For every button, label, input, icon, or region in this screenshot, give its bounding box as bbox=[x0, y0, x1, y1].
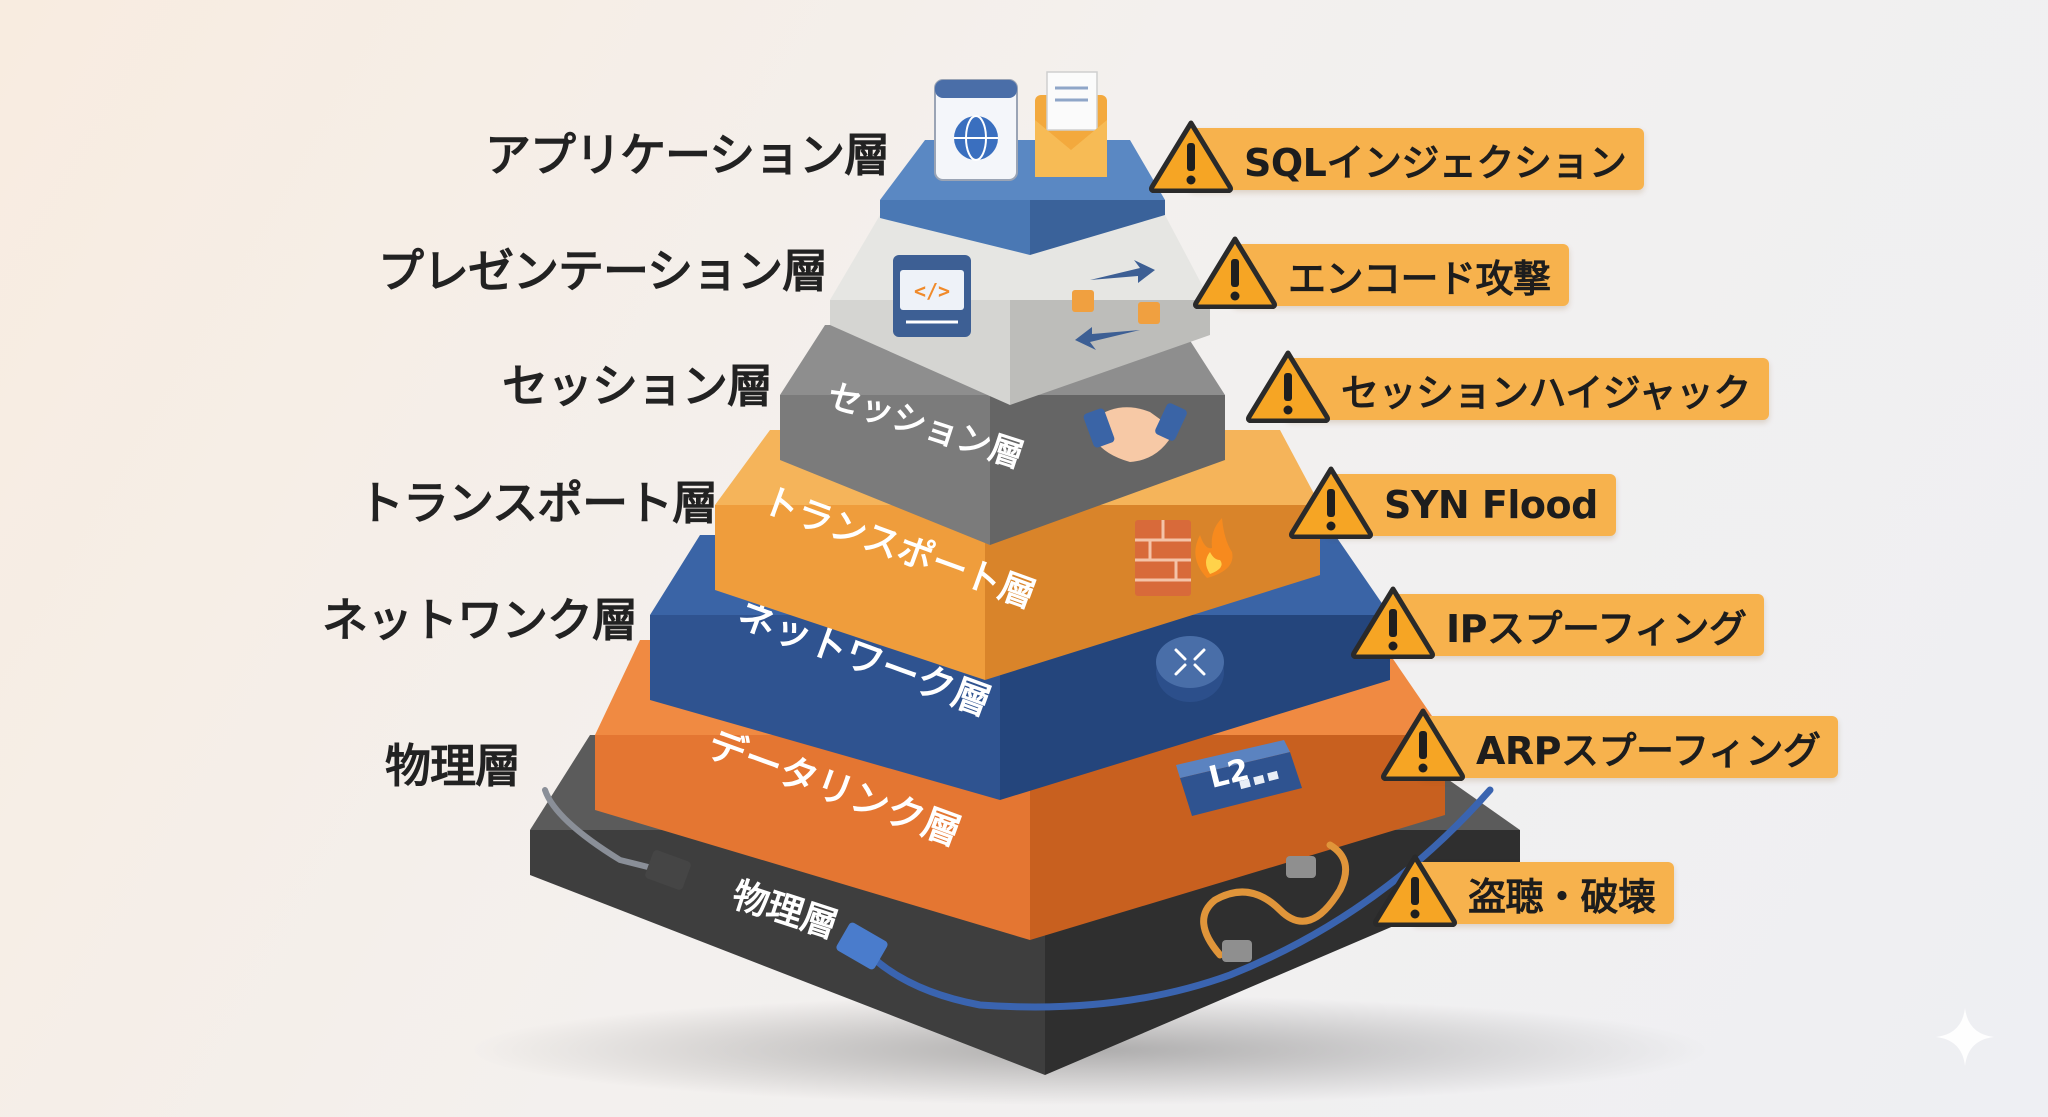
warning-icon bbox=[1351, 586, 1435, 659]
warning-icon bbox=[1289, 466, 1373, 539]
browser-globe-icon bbox=[934, 79, 1018, 181]
threat-tag-eavesdrop-destroy: 盗聴・破壊 bbox=[1373, 854, 1674, 927]
threat-label: エンコード攻撃 bbox=[1288, 256, 1551, 301]
router-icon bbox=[1156, 636, 1224, 702]
code-window-icon: </> bbox=[893, 255, 971, 337]
warning-icon bbox=[1149, 120, 1233, 193]
l2-switch-icon: L2 bbox=[1176, 740, 1302, 816]
left-label-transport: トランスポート層 bbox=[358, 476, 718, 530]
threat-label: セッションハイジャック bbox=[1341, 370, 1751, 415]
conversion-arrows-icon bbox=[1072, 260, 1160, 350]
threat-tag-encode-attack: エンコード攻撃 bbox=[1193, 236, 1569, 309]
firewall-icon bbox=[1135, 518, 1233, 596]
threat-tag-syn-flood: SYN Flood bbox=[1289, 466, 1616, 539]
threat-tag-session-hijack: セッションハイジャック bbox=[1246, 350, 1769, 423]
warning-icon bbox=[1373, 854, 1457, 927]
sparkle-icon bbox=[1936, 1008, 1994, 1066]
threat-label: 盗聴・破壊 bbox=[1468, 874, 1656, 919]
left-label-presentation: プレゼンテーション層 bbox=[378, 244, 828, 298]
threat-tag-sql-injection: SQLインジェクション bbox=[1149, 120, 1645, 193]
threat-label: ARPスプーフィング bbox=[1476, 728, 1821, 773]
left-label-physical: 物理層 bbox=[385, 739, 521, 793]
handshake-icon bbox=[1083, 403, 1187, 462]
network-cables bbox=[542, 786, 1494, 1011]
left-label-network: ネットワンク層 bbox=[322, 593, 638, 647]
left-label-session: セッション層 bbox=[502, 359, 773, 413]
threat-label: SYN Flood bbox=[1384, 483, 1598, 527]
threat-label: SQLインジェクション bbox=[1244, 140, 1627, 185]
threat-label: IPスプーフィング bbox=[1446, 606, 1747, 651]
warning-icon bbox=[1381, 708, 1465, 781]
warning-icon bbox=[1246, 350, 1330, 423]
svg-text:</>: </> bbox=[914, 279, 950, 303]
mail-envelope-icon bbox=[1035, 71, 1107, 177]
threat-tag-arp-spoofing: ARPスプーフィング bbox=[1381, 708, 1839, 781]
warning-icon bbox=[1193, 236, 1277, 309]
threat-tag-ip-spoofing: IPスプーフィング bbox=[1351, 586, 1765, 659]
left-label-application: アプリケーション層 bbox=[485, 128, 890, 182]
